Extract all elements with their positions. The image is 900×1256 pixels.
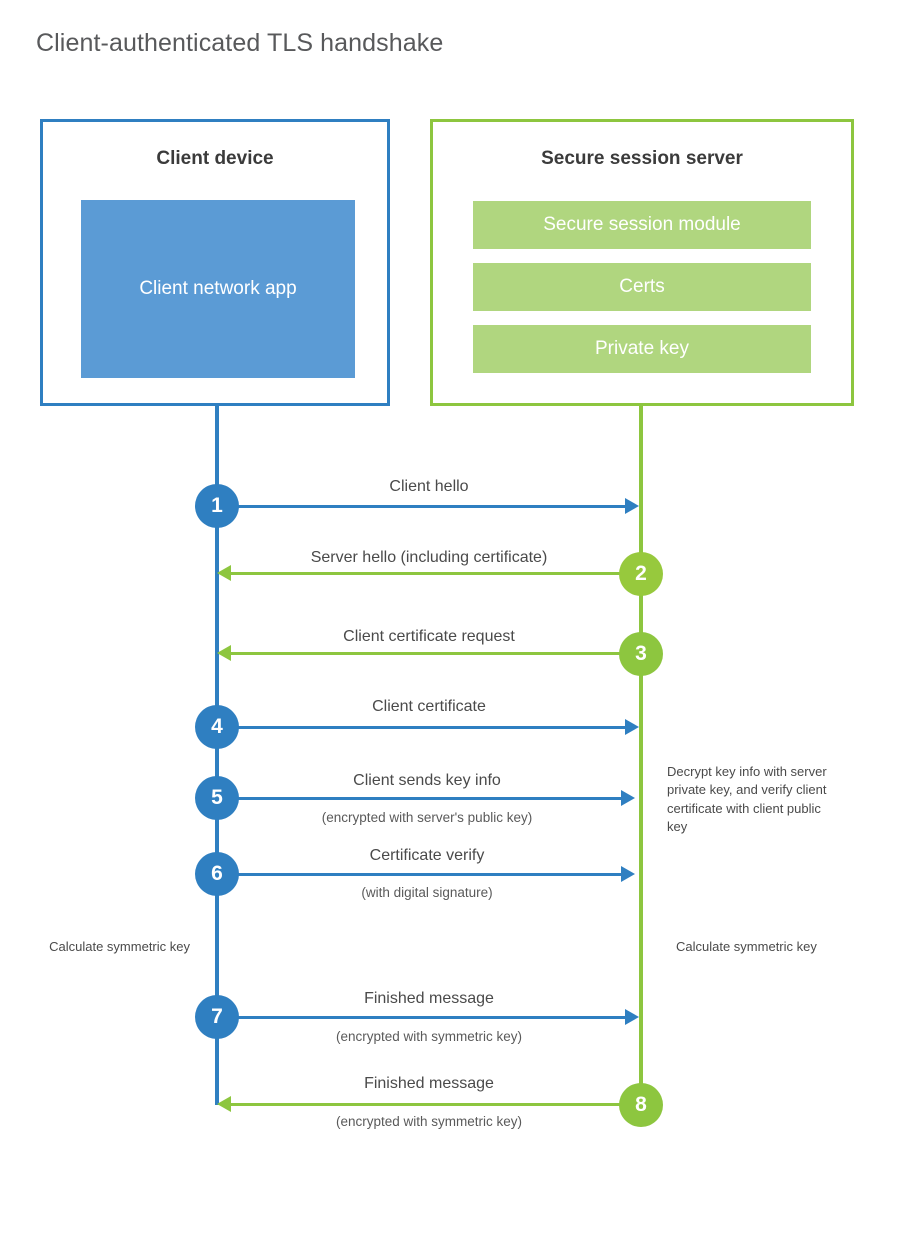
step-4-arrow-line (217, 726, 627, 729)
server-component-list: Secure session module Certs Private key (473, 201, 811, 373)
secure-session-server-box: Secure session server Secure session mod… (430, 119, 854, 406)
step-2-arrow-head (217, 565, 231, 581)
page-title: Client-authenticated TLS handshake (36, 29, 444, 57)
step-1-arrow-head (625, 498, 639, 514)
client-lifeline (215, 405, 219, 1105)
step-6-arrow-head (621, 866, 635, 882)
step-8-marker[interactable]: 8 (619, 1083, 663, 1127)
server-lifeline (639, 405, 643, 1105)
step-1-arrow-line (217, 505, 627, 508)
step-6-sublabel: (with digital signature) (361, 885, 493, 900)
step-5-arrow-line (217, 797, 623, 800)
secure-session-server-title: Secure session server (541, 148, 743, 169)
client-calculate-symmetric-key-note: Calculate symmetric key (49, 939, 190, 954)
step-6-arrow-line (217, 873, 623, 876)
step-1-marker[interactable]: 1 (195, 484, 239, 528)
step-2-arrow-line (230, 572, 641, 575)
step-8-label: Finished message (364, 1075, 494, 1092)
server-calculate-symmetric-key-note: Calculate symmetric key (676, 939, 817, 954)
step-2-marker[interactable]: 2 (619, 552, 663, 596)
step-7-arrow-line (217, 1016, 627, 1019)
step-7-sublabel: (encrypted with symmetric key) (335, 1029, 523, 1044)
step-4-marker[interactable]: 4 (195, 705, 239, 749)
client-device-title: Client device (156, 148, 274, 169)
server-component-row: Private key (473, 325, 811, 373)
step-5-arrow-head (621, 790, 635, 806)
server-component-row: Secure session module (473, 201, 811, 249)
client-device-box: Client device Client network app (40, 119, 390, 406)
step-8-arrow-head (217, 1096, 231, 1112)
step-7-label: Finished message (364, 990, 494, 1007)
step-7-marker[interactable]: 7 (195, 995, 239, 1039)
step-5-label: Client sends key info (353, 772, 501, 789)
step-3-label: Client certificate request (343, 628, 515, 645)
step-7-arrow-head (625, 1009, 639, 1025)
step-3-arrow-head (217, 645, 231, 661)
step-5-sublabel: (encrypted with server's public key) (321, 810, 533, 825)
step-2-label: Server hello (including certificate) (310, 549, 548, 566)
step-3-marker[interactable]: 3 (619, 632, 663, 676)
step-8-arrow-line (230, 1103, 641, 1106)
step-4-arrow-head (625, 719, 639, 735)
step-6-label: Certificate verify (369, 847, 485, 864)
step-5-marker[interactable]: 5 (195, 776, 239, 820)
step-8-sublabel: (encrypted with symmetric key) (335, 1114, 523, 1129)
step-1-label: Client hello (389, 478, 469, 495)
client-network-app-block: Client network app (81, 200, 355, 378)
step-4-label: Client certificate (372, 698, 486, 715)
step-6-marker[interactable]: 6 (195, 852, 239, 896)
server-decrypt-note: Decrypt key info with server private key… (667, 764, 827, 835)
step-3-arrow-line (230, 652, 641, 655)
server-component-row: Certs (473, 263, 811, 311)
